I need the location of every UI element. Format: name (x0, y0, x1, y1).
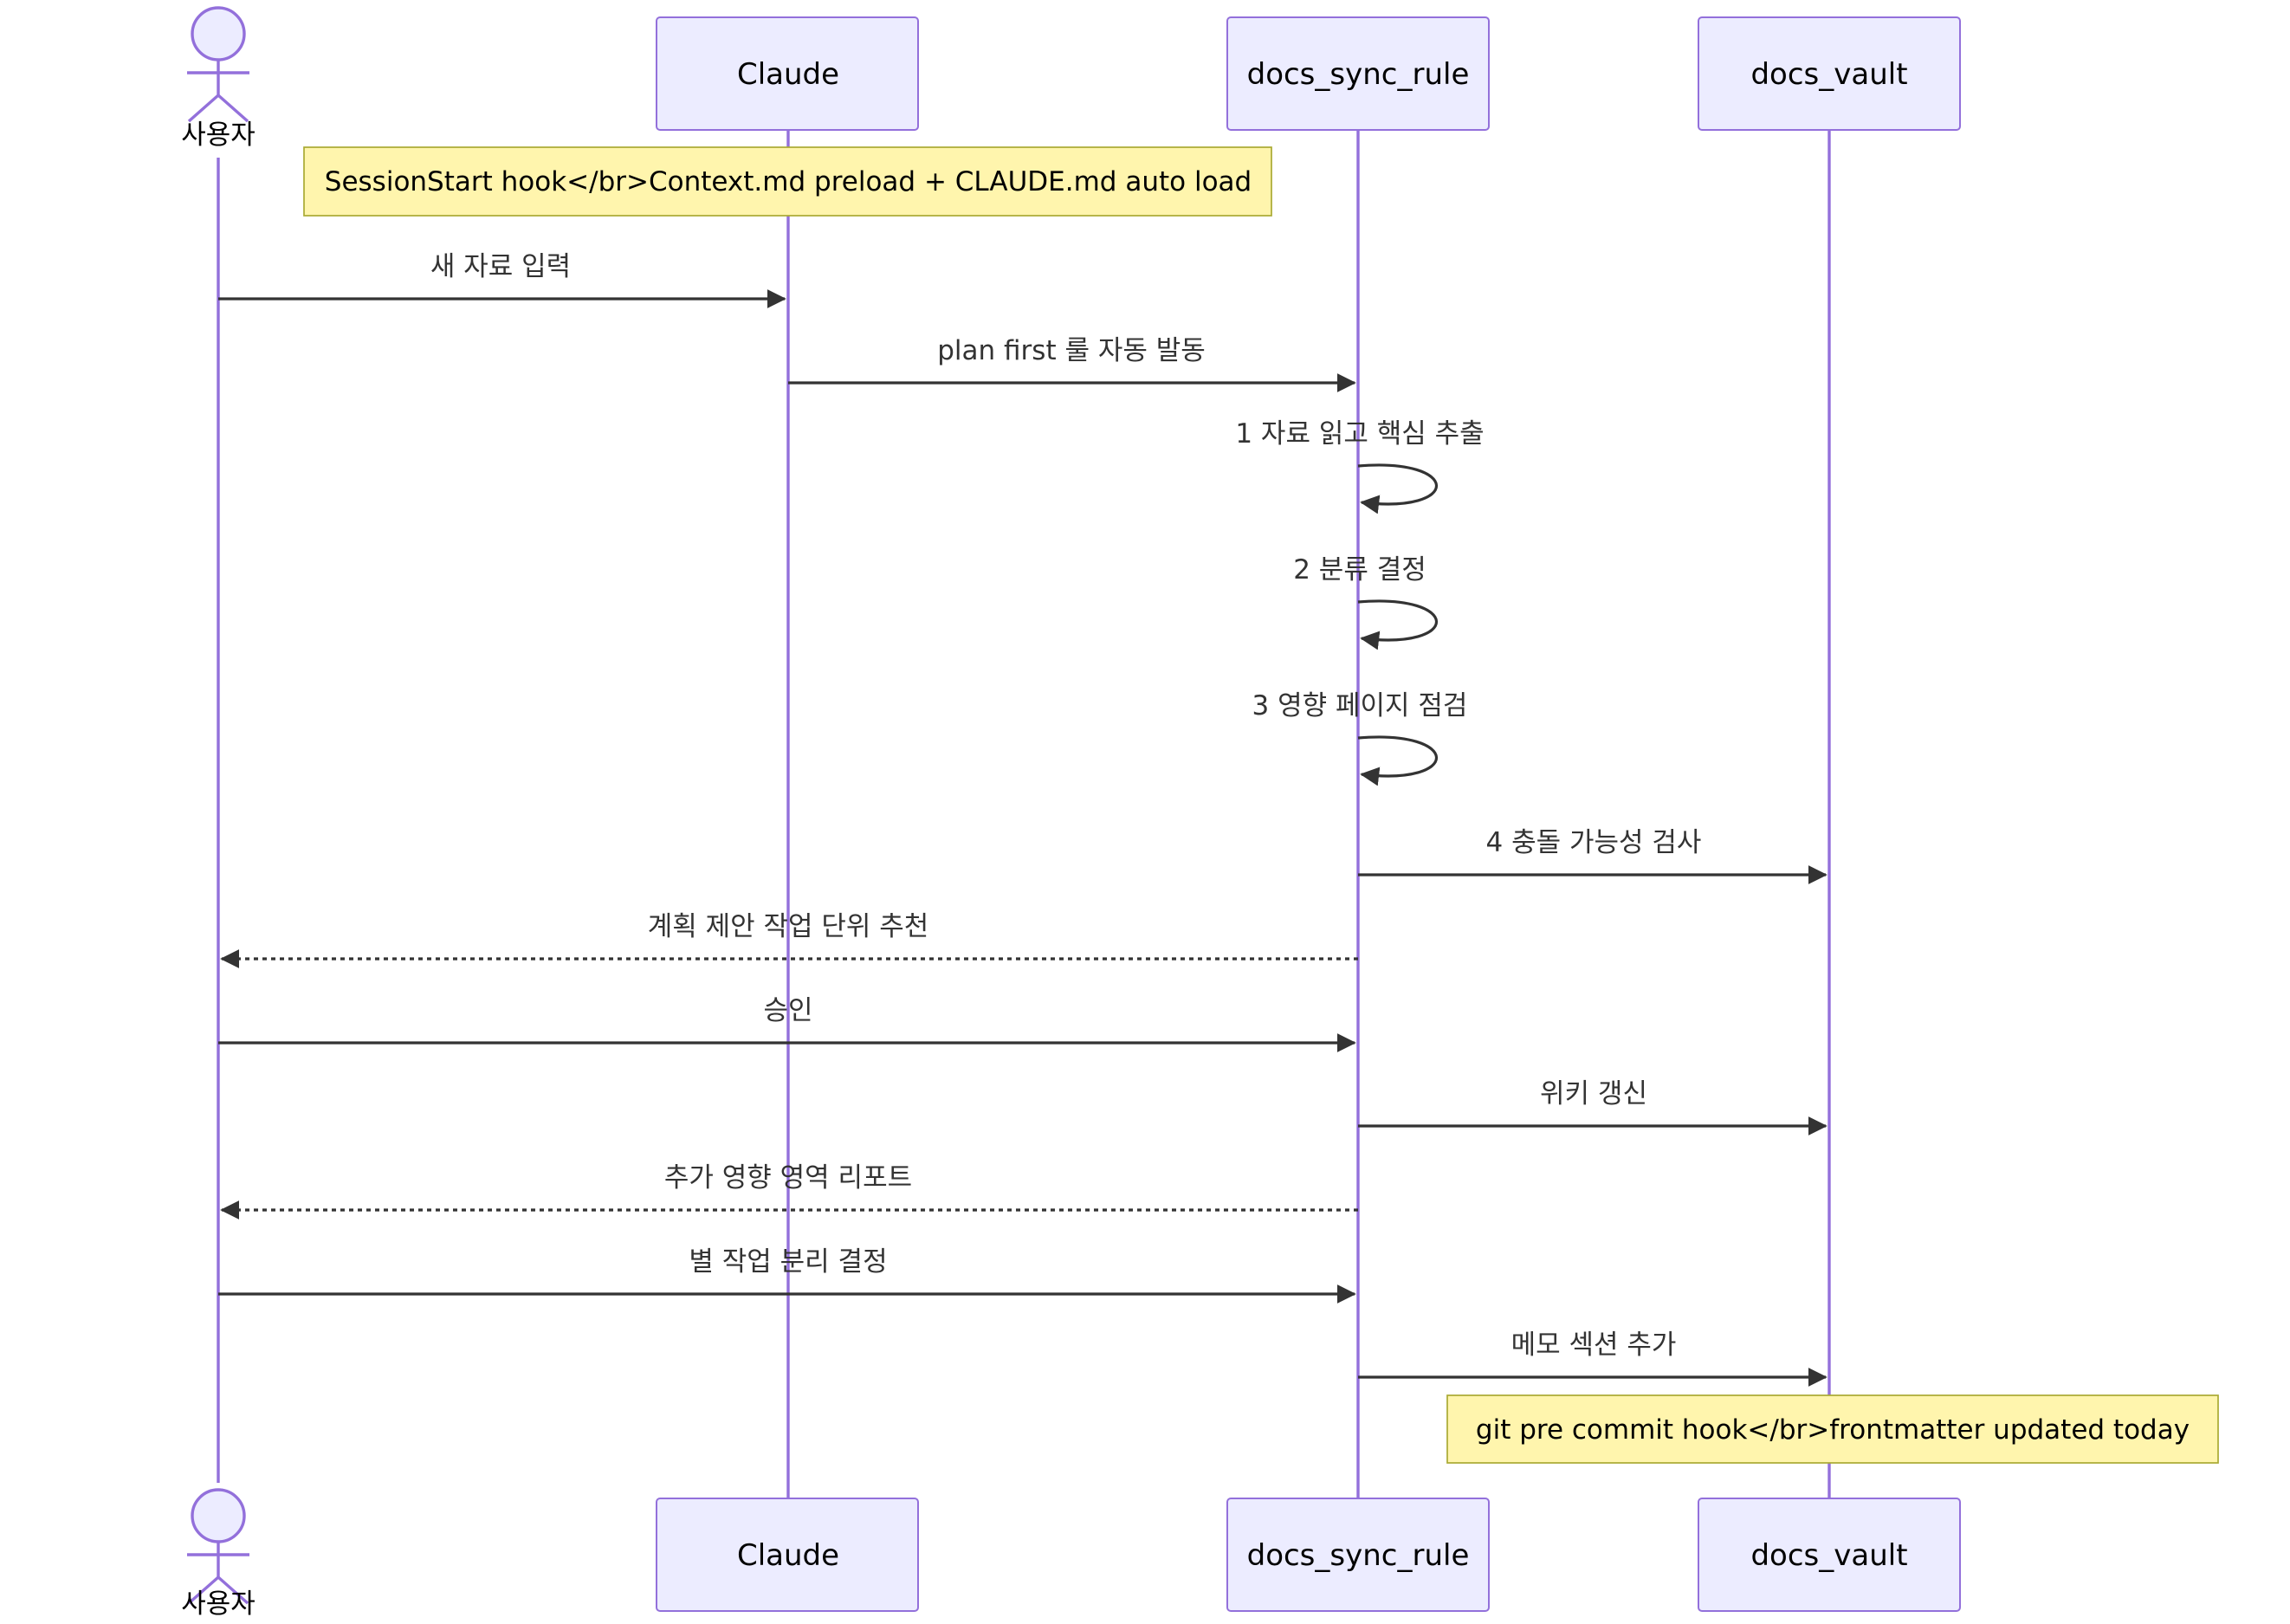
message-memo-section: 메모 섹션 추가 (1358, 1330, 1827, 1387)
message-separate-task: 별 작업 분리 결정 (218, 1246, 1356, 1304)
actor-user-label: 사용자 (181, 120, 256, 151)
actor-docs-vault-label: docs_vault (1750, 1538, 1907, 1573)
actor-docs-vault-top: docs_vault (1698, 16, 1961, 131)
actor-docs-vault-label: docs_vault (1750, 57, 1907, 92)
message-wiki-update: 위키 갱신 (1358, 1078, 1827, 1136)
actor-claude-bottom: Claude (656, 1498, 919, 1612)
message-conflict-check: 4 충돌 가능성 검사 (1358, 827, 1827, 884)
note-pre-commit: git pre commit hook</br>frontmatter upda… (1446, 1394, 2219, 1464)
actor-user-label: 사용자 (181, 1588, 256, 1620)
svg-text:메모 섹션 추가: 메모 섹션 추가 (1511, 1330, 1677, 1361)
actor-claude-top: Claude (656, 16, 919, 131)
svg-text:별 작업 분리 결정: 별 작업 분리 결정 (689, 1246, 887, 1278)
actor-user-bottom: 사용자 (181, 1488, 256, 1620)
message-impact-report: 추가 영향 영역 리포트 (220, 1162, 1358, 1220)
message-approve: 승인 (218, 995, 1356, 1052)
message-plan-proposal: 계획 제안 작업 단위 추천 (220, 911, 1358, 968)
actor-docs-vault-bottom: docs_vault (1698, 1498, 1961, 1612)
svg-text:plan first 룰 자동 발동: plan first 룰 자동 발동 (937, 335, 1206, 366)
message-new-material-input: 새 자료 입력 (218, 251, 786, 308)
note-session-start-text: SessionStart hook</br>Context.md preload… (325, 166, 1252, 197)
actor-docs-sync-rule-label: docs_sync_rule (1247, 1538, 1470, 1573)
message-plan-first-rule: plan first 룰 자동 발동 (788, 335, 1356, 392)
svg-text:추가 영향 영역 리포트: 추가 영향 영역 리포트 (664, 1162, 912, 1194)
actor-docs-sync-rule-top: docs_sync_rule (1226, 16, 1490, 131)
svg-text:3 영향 페이지 점검: 3 영향 페이지 점검 (1252, 690, 1468, 721)
actor-docs-sync-rule-bottom: docs_sync_rule (1226, 1498, 1490, 1612)
svg-text:계획 제안 작업 단위 추천: 계획 제안 작업 단위 추천 (648, 911, 929, 942)
actor-user-top: 사용자 (181, 6, 256, 151)
actor-docs-sync-rule-label: docs_sync_rule (1247, 57, 1470, 92)
message-self-impact-check: 3 영향 페이지 점검 (1252, 690, 1468, 786)
message-self-classify: 2 분류 결정 (1293, 554, 1439, 650)
svg-text:2 분류 결정: 2 분류 결정 (1293, 554, 1426, 586)
actor-claude-label: Claude (737, 57, 839, 92)
actor-claude-label: Claude (737, 1538, 839, 1573)
message-self-extract: 1 자료 읽고 핵심 추출 (1235, 418, 1485, 514)
note-pre-commit-text: git pre commit hook</br>frontmatter upda… (1476, 1414, 2190, 1446)
user-head-icon (191, 1488, 246, 1543)
svg-text:위키 갱신: 위키 갱신 (1540, 1078, 1647, 1110)
svg-text:승인: 승인 (763, 995, 812, 1026)
svg-text:4 충돌 가능성 검사: 4 충돌 가능성 검사 (1486, 827, 1702, 858)
svg-text:1 자료 읽고 핵심 추출: 1 자료 읽고 핵심 추출 (1235, 418, 1484, 450)
svg-text:새 자료 입력: 새 자료 입력 (430, 251, 571, 282)
note-session-start: SessionStart hook</br>Context.md preload… (303, 146, 1272, 217)
user-head-icon (191, 6, 246, 61)
